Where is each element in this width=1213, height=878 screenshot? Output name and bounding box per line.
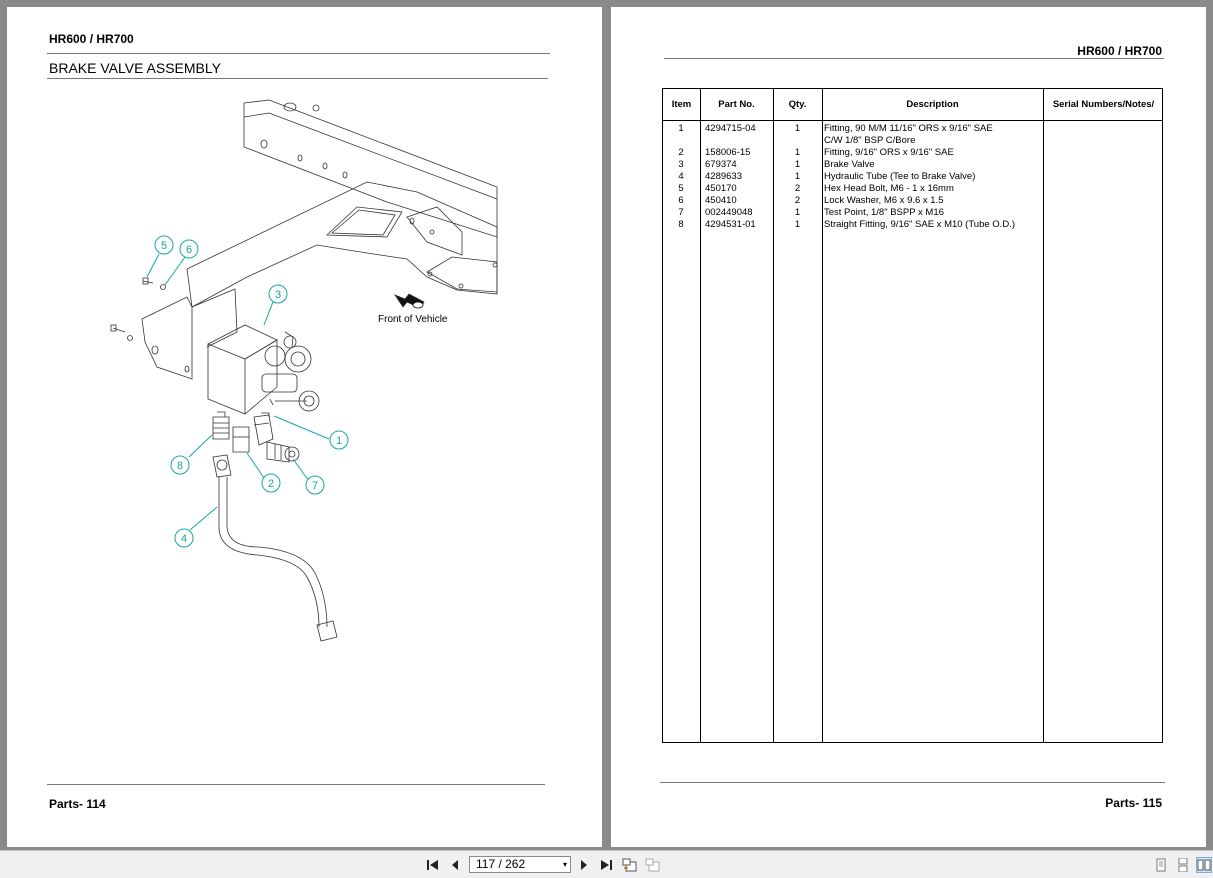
table-row: C/W 1/8" BSP C/Bore <box>824 135 916 146</box>
column-header-description: Description <box>906 99 959 110</box>
callout-3 <box>268 284 288 304</box>
previous-page-icon[interactable] <box>447 857 463 873</box>
page-footer: Parts- 114 <box>49 797 106 811</box>
callout-4 <box>174 528 194 548</box>
next-page-icon[interactable] <box>576 857 592 873</box>
callout-7 <box>305 475 325 495</box>
callout-label-1: 1 <box>336 435 342 447</box>
title-rule <box>47 78 548 79</box>
callout-2 <box>261 473 281 493</box>
callout-label-2: 2 <box>268 478 274 490</box>
page-header: HR600 / HR700 <box>1077 44 1162 58</box>
callout-8 <box>170 455 190 475</box>
page-number-input[interactable]: 117 / 262 ▾ <box>469 856 571 873</box>
front-of-vehicle-caption: Front of Vehicle <box>378 314 448 325</box>
callout-6 <box>179 239 199 259</box>
single-page-view-icon[interactable] <box>1153 857 1169 873</box>
two-page-view-icon[interactable] <box>1196 857 1212 873</box>
column-header-part-no: Part No. <box>718 99 755 110</box>
brake-valve-diagram: 5 6 3 1 8 2 7 4 <box>110 99 498 642</box>
column-header-serial-notes: Serial Numbers/Notes/ <box>1052 99 1155 110</box>
column-header-item: Item <box>671 99 692 110</box>
page-footer: Parts- 115 <box>1105 796 1162 810</box>
continuous-view-icon[interactable] <box>1175 857 1191 873</box>
chevron-down-icon[interactable]: ▾ <box>562 860 567 869</box>
callout-label-6: 6 <box>186 244 192 256</box>
callout-1 <box>329 430 349 450</box>
callout-label-4: 4 <box>181 533 187 545</box>
parts-table: Item Part No. Qty. Description Serial Nu… <box>662 88 1163 743</box>
header-rule <box>664 58 1164 59</box>
section-title: BRAKE VALVE ASSEMBLY <box>49 60 221 76</box>
go-back-view-icon[interactable] <box>622 857 638 873</box>
page-header: HR600 / HR700 <box>49 32 134 46</box>
callout-label-3: 3 <box>275 289 281 301</box>
header-rule <box>47 53 550 54</box>
callout-label-7: 7 <box>312 480 318 492</box>
viewer-toolbar: 117 / 262 ▾ <box>0 850 1213 878</box>
right-page: HR600 / HR700 Item Part No. Qty. Descrip… <box>611 7 1206 847</box>
callout-5 <box>154 235 174 255</box>
footer-rule <box>660 782 1165 783</box>
footer-rule <box>47 784 545 785</box>
callout-label-8: 8 <box>177 460 183 472</box>
callout-label-5: 5 <box>161 240 167 252</box>
go-forward-view-icon[interactable] <box>645 857 661 873</box>
column-header-qty: Qty. <box>788 99 807 110</box>
last-page-icon[interactable] <box>598 857 614 873</box>
page-indicator: 117 / 262 <box>476 857 526 871</box>
first-page-icon[interactable] <box>425 857 441 873</box>
left-page: HR600 / HR700 BRAKE VALVE ASSEMBLY <box>7 7 602 847</box>
